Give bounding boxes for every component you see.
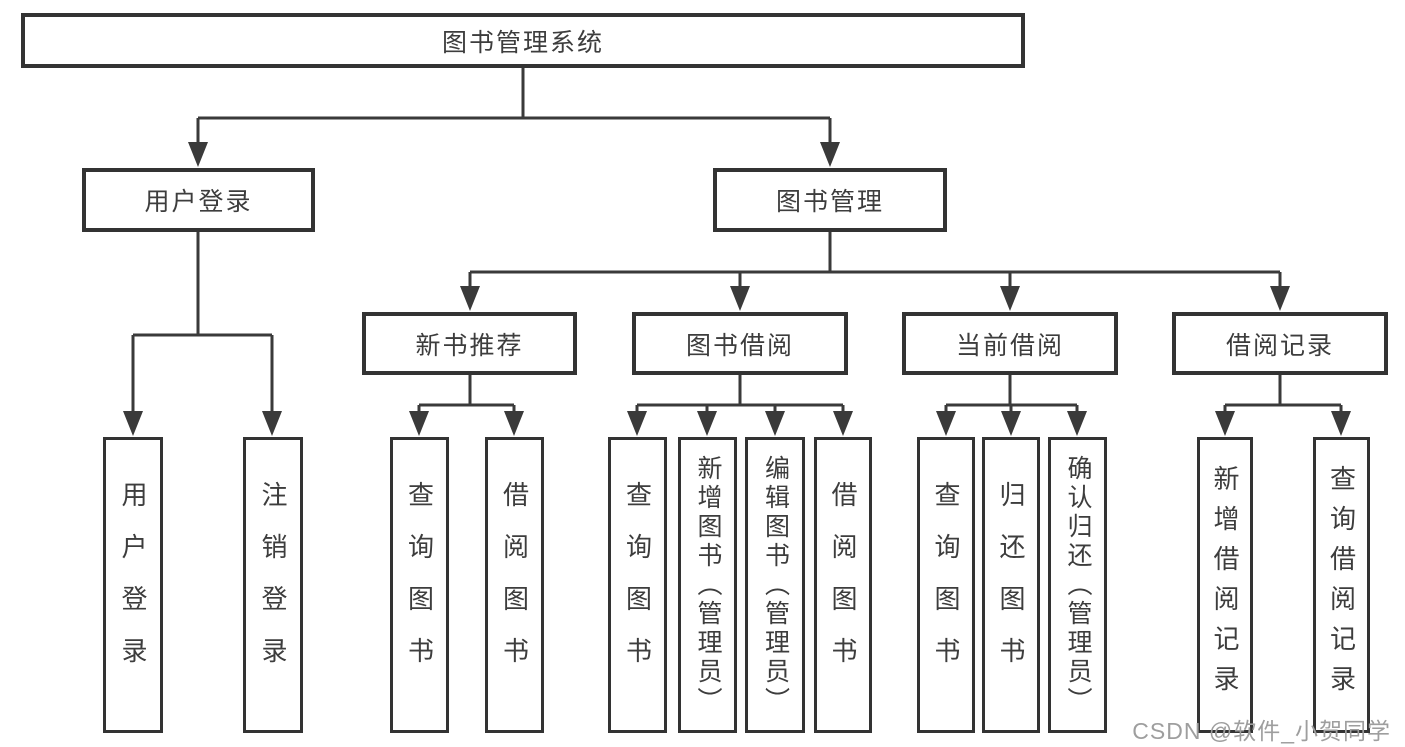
node-label: 编辑图书（管理员） bbox=[761, 454, 790, 716]
node-label: 查询图书 bbox=[404, 481, 435, 689]
arrowheads bbox=[123, 142, 1351, 436]
node-label: 当前借阅 bbox=[955, 331, 1064, 360]
node-label: 归还图书 bbox=[996, 481, 1026, 689]
node-label: 查询图书 bbox=[622, 481, 653, 689]
connector-newbooks-to-leaves bbox=[417, 375, 516, 420]
leaf-user-login: 用户登录 bbox=[103, 437, 163, 733]
node-borrowing-records: 借阅记录 bbox=[1172, 312, 1388, 375]
leaf-query-books-recommend: 查询图书 bbox=[390, 437, 449, 733]
leaf-query-books-borrowing: 查询图书 bbox=[608, 437, 667, 733]
leaf-borrow-books-borrowing: 借阅图书 bbox=[814, 437, 872, 733]
node-label: 新书推荐 bbox=[415, 331, 524, 360]
leaf-query-borrow-record: 查询借阅记录 bbox=[1313, 437, 1370, 733]
node-label: 图书管理系统 bbox=[441, 28, 604, 57]
connector-root-to-level2 bbox=[196, 68, 832, 150]
node-new-book-recommendation: 新书推荐 bbox=[362, 312, 577, 375]
node-label: 图书管理 bbox=[775, 188, 884, 216]
node-current-borrowing: 当前借阅 bbox=[902, 312, 1118, 375]
leaf-logout-login: 注销登录 bbox=[243, 437, 303, 733]
node-label: 用户登录 bbox=[118, 481, 148, 689]
node-label: 新增图书（管理员） bbox=[694, 454, 722, 716]
node-label: 借阅记录 bbox=[1225, 331, 1334, 360]
node-book-management: 图书管理 bbox=[713, 168, 947, 232]
leaf-confirm-return-admin: 确认归还（管理员） bbox=[1048, 437, 1107, 733]
node-label: 借阅图书 bbox=[499, 481, 530, 689]
node-label: 注销登录 bbox=[258, 481, 288, 689]
node-label: 用户登录 bbox=[144, 188, 253, 216]
node-book-borrowing: 图书借阅 bbox=[632, 312, 848, 375]
node-label: 查询借阅记录 bbox=[1326, 465, 1357, 705]
node-label: 查询图书 bbox=[931, 481, 961, 689]
leaf-add-books-admin: 新增图书（管理员） bbox=[678, 437, 737, 733]
leaf-edit-books-admin: 编辑图书（管理员） bbox=[745, 437, 805, 733]
leaf-return-books: 归还图书 bbox=[982, 437, 1040, 733]
node-label: 借阅图书 bbox=[828, 481, 858, 689]
leaf-borrow-books-recommend: 借阅图书 bbox=[485, 437, 544, 733]
leaf-add-borrow-record: 新增借阅记录 bbox=[1197, 437, 1253, 733]
leaf-query-books-current: 查询图书 bbox=[917, 437, 975, 733]
connector-userlogin-to-leaves bbox=[131, 232, 274, 420]
connector-borrowing-to-leaves bbox=[635, 375, 845, 420]
node-label: 新增借阅记录 bbox=[1210, 465, 1240, 705]
connector-records-to-leaves bbox=[1223, 375, 1343, 420]
connector-bookmgmt-to-level3 bbox=[468, 232, 1282, 295]
node-user-login: 用户登录 bbox=[82, 168, 315, 232]
watermark: CSDN @软件_小贺同学 bbox=[1132, 718, 1391, 744]
node-label: 图书借阅 bbox=[685, 331, 794, 360]
node-label: 确认归还（管理员） bbox=[1064, 454, 1092, 716]
node-library-management-system: 图书管理系统 bbox=[21, 13, 1025, 68]
